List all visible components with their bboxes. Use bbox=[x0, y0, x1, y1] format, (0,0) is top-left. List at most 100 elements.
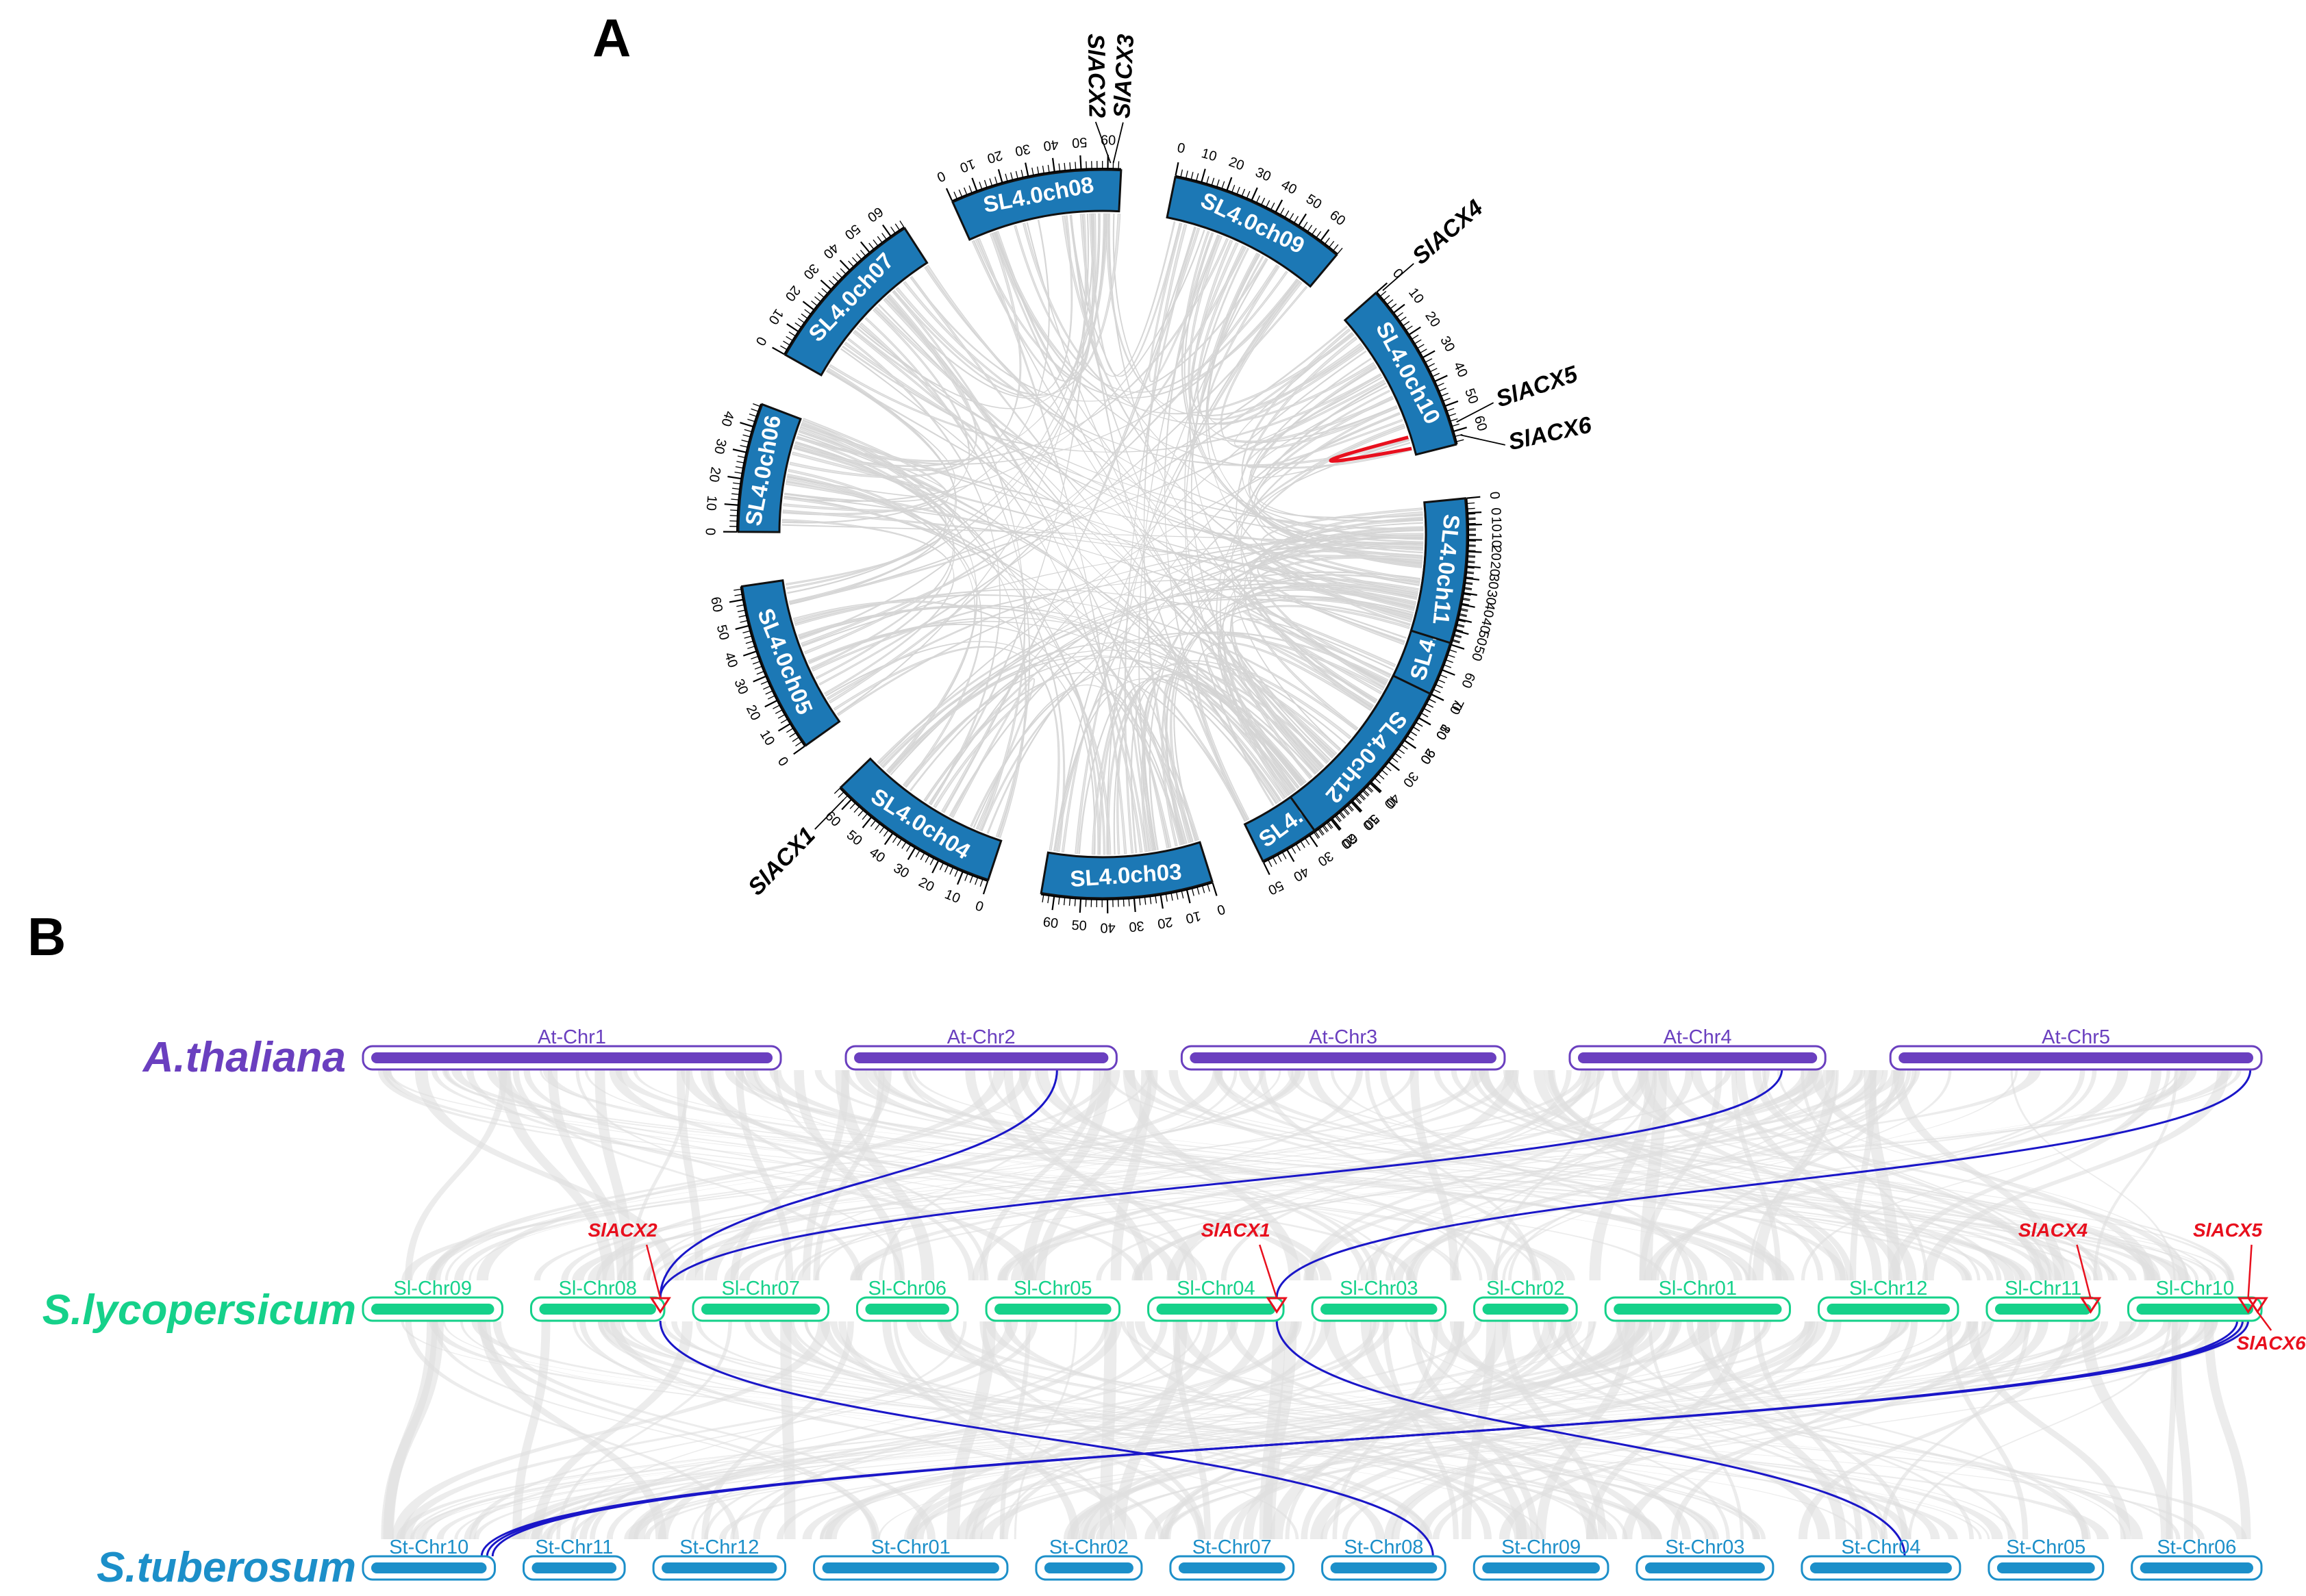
tick-mark bbox=[818, 292, 825, 298]
synteny-background-link bbox=[1413, 1321, 1730, 1539]
synteny-background-link bbox=[1478, 1070, 2155, 1280]
ortholog-link bbox=[1275, 1069, 2252, 1298]
circos-link bbox=[840, 348, 1281, 802]
tick-mark bbox=[1201, 168, 1206, 183]
chromosome-bar bbox=[1614, 1304, 1782, 1315]
chromosome-label: At-Chr4 bbox=[1664, 1026, 1732, 1048]
synteny-background-link bbox=[1564, 1321, 1888, 1539]
synteny-background-link bbox=[1648, 1321, 1744, 1539]
tick-label: 10 bbox=[942, 887, 962, 907]
synteny-background-link bbox=[794, 1070, 905, 1280]
chromosome-bar bbox=[371, 1562, 487, 1573]
synteny-background-link bbox=[1003, 1321, 1761, 1539]
gene-marker-slacx6: SlACX6 bbox=[2237, 1297, 2306, 1354]
synteny-background-link bbox=[436, 1321, 2100, 1539]
tick-label: 10 bbox=[757, 727, 777, 748]
chromosome-label: At-Chr3 bbox=[1309, 1026, 1377, 1048]
tick-mark bbox=[905, 844, 911, 852]
tick-label: 60 bbox=[1458, 670, 1478, 690]
synteny-background-link bbox=[468, 1070, 1281, 1280]
tick-mark bbox=[734, 588, 742, 591]
tick-mark bbox=[1358, 794, 1365, 801]
synteny-plot: A.thaliana S.lycopersicum S.tuberosum At… bbox=[42, 1026, 2306, 1591]
tick-mark bbox=[1441, 392, 1449, 396]
synteny-background-link bbox=[1686, 1321, 2089, 1539]
tick-mark bbox=[829, 279, 835, 286]
tick-mark bbox=[729, 598, 743, 603]
circos-link bbox=[1161, 598, 1414, 847]
species-label-slycopersicum: S.lycopersicum bbox=[42, 1287, 356, 1334]
synteny-background-link bbox=[444, 1070, 2118, 1280]
tick-mark bbox=[997, 168, 1003, 183]
tick-mark bbox=[773, 705, 780, 709]
tick-mark bbox=[777, 714, 786, 719]
circos-link bbox=[1170, 583, 1418, 844]
tick-mark bbox=[1380, 290, 1387, 296]
chromosome-label: Sl-Chr11 bbox=[2005, 1278, 2081, 1300]
chromosome-bar bbox=[531, 1562, 617, 1573]
tick-label: 10 bbox=[1405, 286, 1427, 307]
tick-mark bbox=[793, 745, 805, 755]
tick-mark bbox=[920, 852, 925, 861]
tick-mark bbox=[753, 675, 766, 683]
circos-link bbox=[1207, 265, 1365, 425]
tick-mark bbox=[1468, 550, 1482, 553]
tick-mark bbox=[731, 498, 739, 501]
synteny-background-link bbox=[815, 1070, 1474, 1280]
tick-label: 50 bbox=[1303, 192, 1325, 213]
synteny-background-link bbox=[1536, 1321, 1635, 1539]
circos-link bbox=[856, 213, 1101, 409]
synteny-background-link bbox=[998, 1070, 2191, 1280]
gene-label-slacx3: SlACX3 bbox=[1109, 34, 1139, 119]
tick-mark bbox=[873, 239, 879, 246]
tick-mark bbox=[734, 594, 742, 596]
chromosome-sl-chr05: Sl-Chr05 bbox=[985, 1278, 1121, 1322]
tick-baseline bbox=[1314, 694, 1432, 833]
tick-mark bbox=[1459, 613, 1468, 616]
tick-mark bbox=[1464, 588, 1472, 591]
tick-mark bbox=[1335, 815, 1341, 823]
gene-label-slacx5: SlACX5 bbox=[1493, 361, 1582, 412]
tick-mark bbox=[1346, 805, 1353, 812]
circos-link bbox=[1149, 516, 1423, 850]
synteny-background-link bbox=[1305, 1070, 1649, 1280]
chromosome-bar bbox=[1827, 1304, 1950, 1315]
tick-mark bbox=[1339, 812, 1345, 819]
synteny-background-link bbox=[1383, 1321, 1818, 1539]
circos-link bbox=[878, 413, 1401, 765]
chromosome-arc bbox=[1289, 674, 1432, 832]
circos-link bbox=[1116, 676, 1296, 854]
tick-mark bbox=[1273, 857, 1277, 865]
tick-mark bbox=[1393, 303, 1405, 314]
synteny-background-link bbox=[542, 1070, 1971, 1280]
tick-mark bbox=[1212, 882, 1218, 896]
tick-mark bbox=[1466, 566, 1481, 569]
tick-mark bbox=[929, 858, 934, 865]
synteny-background-link bbox=[842, 1070, 1972, 1280]
chromosome-label: Sl-Chr01 bbox=[1659, 1278, 1737, 1300]
tick-mark bbox=[1363, 789, 1370, 796]
chromosome-label: Sl-Chr06 bbox=[868, 1278, 947, 1300]
tick-mark bbox=[1079, 898, 1082, 913]
tick-mark bbox=[742, 434, 751, 438]
synteny-background-link bbox=[2093, 1070, 2178, 1280]
gene-leader-line bbox=[1094, 121, 1112, 164]
circos-background-links bbox=[781, 213, 1424, 855]
chromosome-at-chr1: At-Chr1 bbox=[362, 1026, 782, 1071]
tick-label: 0 bbox=[753, 334, 770, 349]
tick-label: 60 bbox=[1471, 414, 1490, 433]
circos-link bbox=[1106, 258, 1268, 855]
tick-mark bbox=[849, 802, 856, 809]
gene-leader bbox=[2247, 1244, 2253, 1299]
gene-leader-line bbox=[1456, 402, 1494, 423]
tick-mark bbox=[1467, 507, 1475, 509]
chromosome-at-chr4: At-Chr4 bbox=[1568, 1026, 1827, 1071]
tick-mark bbox=[821, 288, 828, 294]
synteny-background-link bbox=[584, 1070, 1750, 1280]
chromosome-bar bbox=[1482, 1562, 1600, 1573]
synteny-background-link bbox=[1166, 1070, 1519, 1280]
circos-link bbox=[910, 276, 1319, 774]
tick-mark bbox=[1309, 835, 1318, 848]
circos-link bbox=[798, 606, 1294, 793]
tick-label: 50 bbox=[1071, 918, 1088, 934]
